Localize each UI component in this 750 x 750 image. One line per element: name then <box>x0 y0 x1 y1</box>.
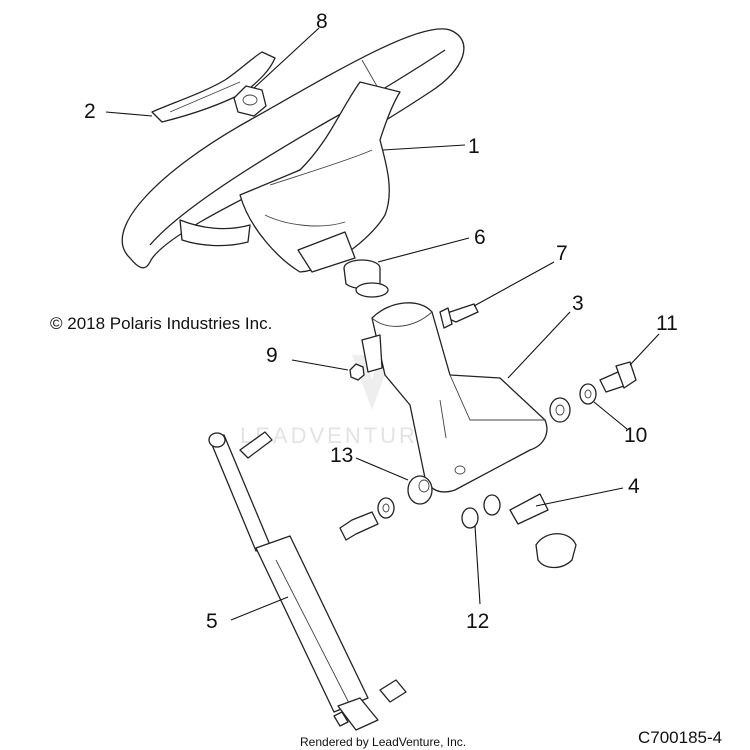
leader-12 <box>474 525 481 605</box>
column-bracket-3[interactable] <box>361 302 548 493</box>
nut-9[interactable] <box>349 363 365 381</box>
horn-cover[interactable] <box>151 51 276 123</box>
callout-11: 11 <box>656 312 678 335</box>
callout-7: 7 <box>556 242 568 265</box>
callout-10: 10 <box>624 424 647 447</box>
leader-6 <box>377 237 470 263</box>
callout-numbers: 1 2 3 4 5 6 7 8 9 10 11 12 13 <box>84 10 678 633</box>
bushing-12[interactable] <box>461 494 501 529</box>
watermark-text: LEADVENTURE <box>240 423 436 448</box>
leader-5 <box>230 596 289 621</box>
callout-4: 4 <box>628 475 640 498</box>
copyright-text: © 2018 Polaris Industries Inc. <box>50 314 272 333</box>
callout-8: 8 <box>316 10 328 33</box>
washer-lower[interactable] <box>377 497 395 519</box>
callout-6: 6 <box>474 226 486 249</box>
leader-2 <box>105 111 153 117</box>
pivot-bushing-13[interactable] <box>407 475 433 505</box>
leader-3 <box>507 311 571 379</box>
rendered-by-text: Rendered by LeadVenture, Inc. <box>300 735 466 749</box>
leader-13 <box>355 457 409 481</box>
bushing-10[interactable] <box>549 383 597 423</box>
leader-4 <box>535 487 624 507</box>
gas-strut-5[interactable] <box>208 431 407 731</box>
bolt-11[interactable] <box>599 361 637 393</box>
grommet-4[interactable] <box>509 493 577 569</box>
steering-wheel[interactable] <box>121 28 465 273</box>
hub-6[interactable] <box>343 259 389 298</box>
leader-lines <box>105 27 660 621</box>
nut-8[interactable] <box>233 85 267 117</box>
callout-1: 1 <box>468 135 480 158</box>
callout-13: 13 <box>330 444 353 467</box>
bolt-7[interactable] <box>439 303 479 329</box>
bolt-lower[interactable] <box>339 511 379 541</box>
leader-9 <box>291 359 349 371</box>
callout-5: 5 <box>206 610 218 633</box>
figure-code: C700185-4 <box>638 728 722 747</box>
callout-2: 2 <box>84 100 96 123</box>
leader-11 <box>629 333 660 366</box>
leader-10 <box>593 401 628 430</box>
leader-8 <box>253 27 320 89</box>
leader-7 <box>473 261 555 307</box>
leader-1 <box>382 144 466 151</box>
callout-12: 12 <box>466 610 489 633</box>
callout-9: 9 <box>266 344 278 367</box>
callout-3: 3 <box>572 292 584 315</box>
